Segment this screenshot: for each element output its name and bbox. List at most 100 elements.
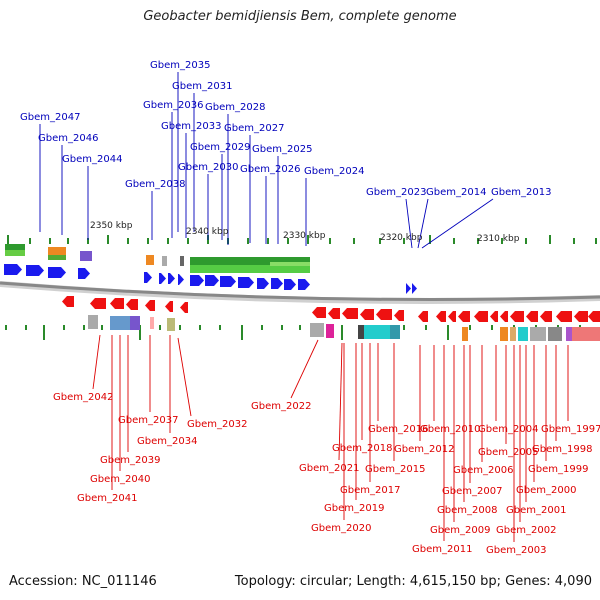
feature-box: [146, 255, 154, 265]
forward-gene-arrow: [284, 279, 296, 290]
backbone: [0, 281, 600, 304]
reverse-gene-arrow: [500, 311, 508, 322]
forward-gene-label: Gbem_2027: [224, 123, 284, 134]
reverse-gene-arrow: [474, 311, 488, 322]
genome-summary: Topology: circular; Length: 4,615,150 bp…: [234, 574, 592, 589]
reverse-gene-label: Gbem_2006: [453, 465, 513, 476]
forward-gene-arrow: [238, 277, 254, 288]
reverse-gene-label: Gbem_2021: [299, 463, 359, 474]
gene-tracks: [4, 244, 600, 341]
label-leaders: [39, 72, 569, 542]
feature-box: [572, 327, 600, 341]
reverse-gene-arrow: [574, 311, 588, 322]
forward-gene-label: Gbem_2013: [491, 187, 551, 198]
feature-box: [364, 325, 390, 339]
genome-title: Geobacter bemidjiensis Bem, complete gen…: [143, 9, 457, 24]
forward-gene-label: Gbem_2035: [150, 60, 210, 71]
scale-tick-label: 2350 kbp: [90, 221, 133, 231]
reverse-gene-label: Gbem_2015: [365, 464, 425, 475]
reverse-gene-label: Gbem_2040: [90, 474, 150, 485]
forward-gene-label: Gbem_2014: [426, 187, 486, 198]
reverse-gene-label: Gbem_2041: [77, 493, 137, 504]
feature-box: [390, 325, 400, 339]
reverse-gene-label: Gbem_2007: [442, 486, 502, 497]
reverse-gene-arrow: [510, 311, 524, 322]
reverse-label-leader: [290, 339, 319, 399]
reverse-gene-label: Gbem_2020: [311, 523, 371, 534]
forward-gene-arrow: [4, 264, 22, 275]
forward-gene-label: Gbem_2047: [20, 112, 80, 123]
reverse-gene-label: Gbem_1997: [541, 424, 600, 435]
forward-gene-label: Gbem_2038: [125, 179, 185, 190]
forward-gene-label: Gbem_2026: [240, 164, 300, 175]
reverse-gene-label: Gbem_2042: [53, 392, 113, 403]
reverse-gene-arrow: [490, 311, 498, 322]
reverse-gene-label: Gbem_2003: [486, 545, 546, 556]
forward-label-leader: [417, 198, 429, 249]
reverse-gene-label: Gbem_2001: [506, 505, 566, 516]
forward-label-leader: [421, 198, 494, 249]
reverse-gene-label: Gbem_2032: [187, 419, 247, 430]
forward-gene-arrow: [205, 275, 219, 286]
feature-box: [88, 315, 98, 329]
reverse-gene-label: Gbem_2012: [394, 444, 454, 455]
feature-box: [358, 325, 364, 339]
reverse-gene-arrow: [90, 298, 106, 309]
reverse-gene-arrow: [376, 309, 392, 320]
forward-gene-arrow: [178, 274, 184, 285]
feature-box: [270, 262, 310, 266]
reverse-gene-arrow: [436, 311, 446, 322]
scale-tick-label: 2330 kbp: [283, 231, 326, 241]
reverse-gene-label: Gbem_2018: [332, 443, 392, 454]
reverse-gene-label: Gbem_2009: [430, 525, 490, 536]
reverse-gene-arrow: [526, 311, 538, 322]
forward-gene-label: Gbem_2024: [304, 166, 364, 177]
reverse-gene-arrow: [342, 308, 358, 319]
feature-box: [190, 257, 310, 265]
reverse-gene-arrow: [540, 311, 552, 322]
forward-gene-arrow: [159, 273, 166, 284]
reverse-label-leader: [177, 337, 192, 417]
reverse-gene-arrow: [360, 309, 374, 320]
reverse-gene-label: Gbem_2008: [437, 505, 497, 516]
reverse-gene-arrow: [588, 311, 600, 322]
feature-box: [518, 327, 528, 341]
feature-box: [80, 251, 92, 261]
feature-box: [150, 317, 154, 329]
feature-box: [548, 327, 562, 341]
feature-box: [48, 247, 66, 255]
reverse-gene-arrow: [110, 298, 124, 309]
feature-box: [510, 327, 516, 341]
forward-gene-label: Gbem_2036: [143, 100, 203, 111]
feature-box: [5, 244, 25, 250]
feature-box: [462, 327, 468, 341]
reverse-gene-label: Gbem_2016: [368, 424, 428, 435]
forward-gene-arrow: [48, 267, 66, 278]
forward-gene-arrow: [412, 283, 417, 294]
scale-tick-label: 2320 kbp: [380, 233, 423, 243]
forward-gene-label: Gbem_2028: [205, 102, 265, 113]
backbone-arc: [0, 281, 600, 302]
forward-gene-label: Gbem_2044: [62, 154, 122, 165]
scale-tick-label: 2310 kbp: [477, 234, 520, 244]
feature-box: [5, 250, 25, 256]
feature-box: [326, 324, 334, 338]
feature-box: [310, 323, 324, 337]
forward-gene-arrow: [26, 265, 44, 276]
reverse-gene-label: Gbem_2004: [478, 424, 538, 435]
reverse-label-leader: [92, 334, 101, 390]
forward-gene-arrow: [190, 275, 204, 286]
forward-gene-arrow: [271, 278, 283, 289]
forward-gene-label: Gbem_2031: [172, 81, 232, 92]
accession-label: Accession: NC_011146: [9, 574, 157, 589]
reverse-gene-arrow: [180, 302, 188, 313]
feature-box: [566, 327, 572, 341]
feature-box: [130, 316, 140, 330]
feature-box: [500, 327, 508, 341]
reverse-label-leader: [338, 342, 343, 461]
forward-gene-arrow: [168, 273, 175, 284]
forward-gene-label: Gbem_2029: [190, 142, 250, 153]
reverse-gene-label: Gbem_2037: [118, 415, 178, 426]
